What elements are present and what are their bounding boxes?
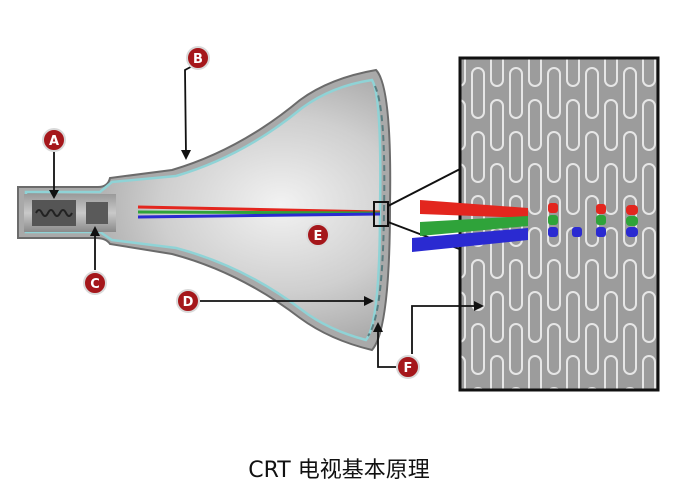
label-e-text: E xyxy=(314,229,323,244)
dot-blue-4 xyxy=(626,227,638,237)
arrow-b xyxy=(184,61,201,156)
label-d-text: D xyxy=(183,295,194,310)
arrow-c-head xyxy=(90,226,100,236)
arrow-d-head xyxy=(364,296,374,306)
arrow-f-left-head xyxy=(373,322,383,332)
dot-blue-3 xyxy=(596,227,606,237)
dot-green-3 xyxy=(626,216,638,226)
beam-blue xyxy=(137,212,381,219)
beam-green xyxy=(137,210,381,215)
zoom-beams xyxy=(412,200,638,252)
zoom-beam-blue xyxy=(412,228,528,252)
zoom-beam-red xyxy=(420,200,528,218)
diagram-caption: CRT 电视基本原理 xyxy=(248,458,430,483)
filament-coil xyxy=(35,209,73,217)
shadow-mask-panel xyxy=(412,56,660,392)
label-c: C xyxy=(83,271,107,295)
arrow-f-right xyxy=(411,305,480,354)
beam-red xyxy=(137,205,381,214)
label-e: E xyxy=(306,223,330,247)
label-b-text: B xyxy=(193,52,203,67)
tube-inner-body xyxy=(24,78,382,342)
label-c-text: C xyxy=(90,277,100,292)
phosphor-screen xyxy=(367,85,386,337)
zoom-connector-top xyxy=(387,167,463,207)
dot-green-1 xyxy=(548,215,558,225)
label-a: A xyxy=(42,128,66,152)
dot-blue-2 xyxy=(572,227,582,237)
label-f-text: F xyxy=(404,361,413,376)
dot-green-2 xyxy=(596,215,606,225)
label-d: D xyxy=(176,289,200,313)
dot-red-2 xyxy=(596,204,606,214)
crt-tube xyxy=(17,68,463,352)
dot-red-3 xyxy=(626,205,638,215)
dot-red-1 xyxy=(548,203,558,213)
arrow-a-head xyxy=(49,190,59,199)
label-a-text: A xyxy=(49,134,59,149)
zoom-beam-green xyxy=(420,216,528,236)
arrow-f-left xyxy=(377,326,396,368)
arrow-b-head xyxy=(181,150,191,160)
cathode-block xyxy=(86,202,108,224)
label-f: F xyxy=(396,355,420,379)
label-b: B xyxy=(186,46,210,70)
zoom-box xyxy=(373,201,389,227)
arrow-f-right-head xyxy=(474,301,484,311)
dot-blue-1 xyxy=(548,227,558,237)
